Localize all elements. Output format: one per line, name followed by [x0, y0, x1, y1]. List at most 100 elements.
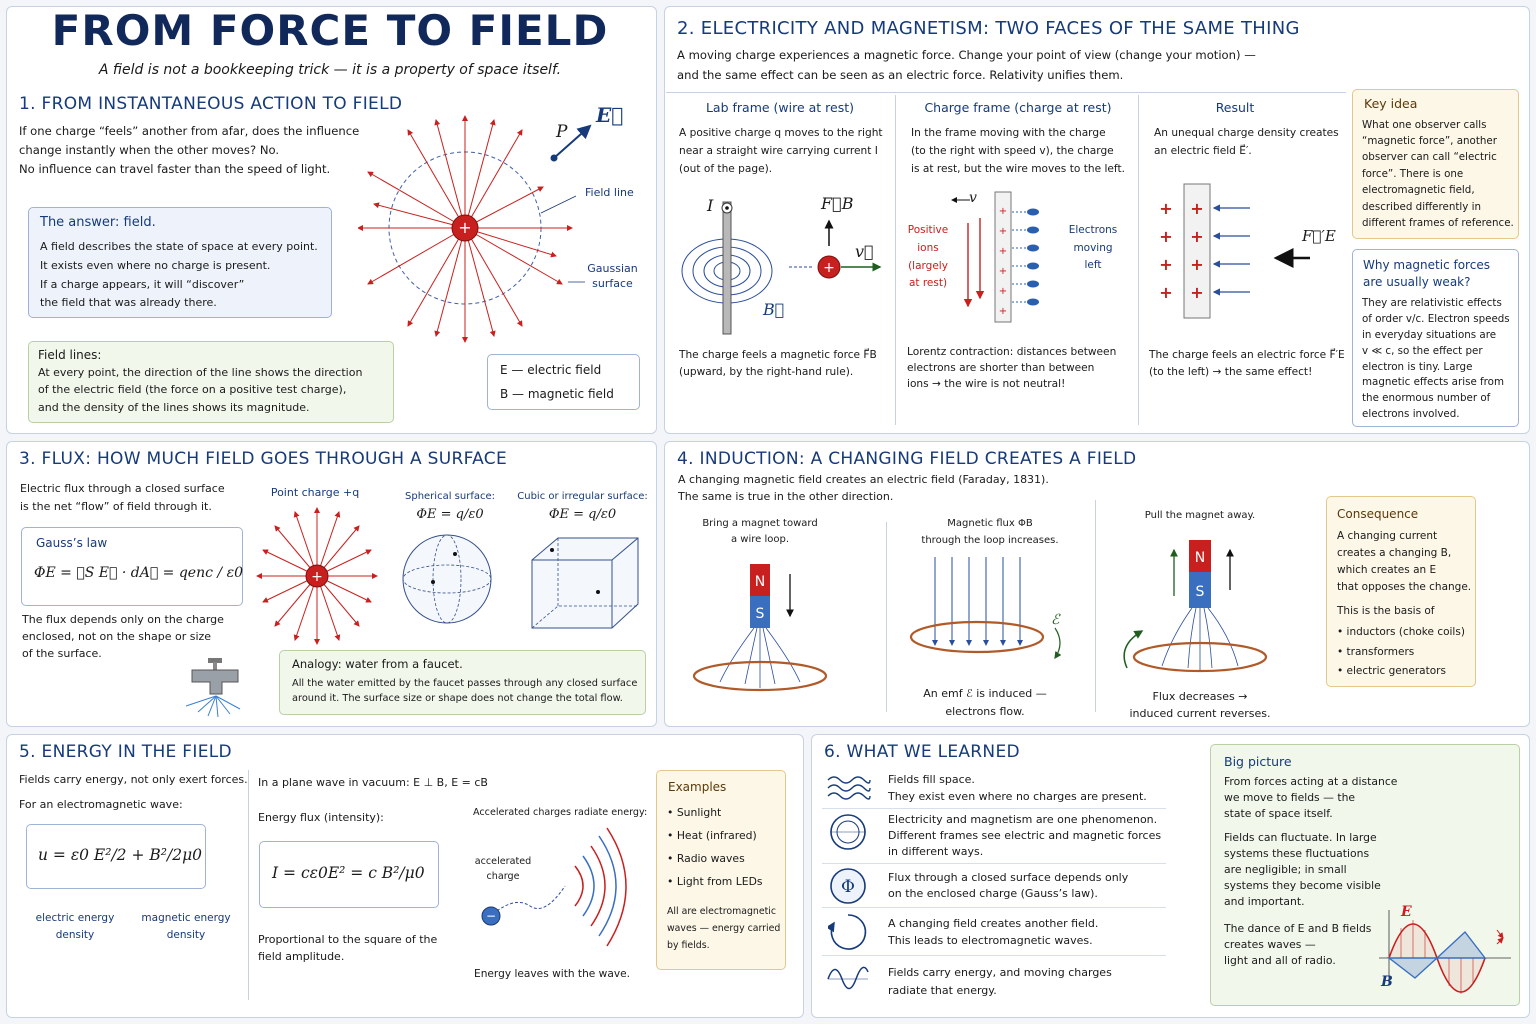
- big-1: From forces acting at a distance: [1224, 775, 1398, 788]
- big-picture-title: Big picture: [1224, 754, 1292, 769]
- charge-bottom-2: electrons are shorter than between: [907, 362, 1095, 374]
- page-title: FROM FORCE TO FIELD: [51, 6, 609, 55]
- page-subtitle: A field is not a bookkeeping trick — it …: [98, 62, 562, 78]
- s5-vsep: [248, 770, 249, 1000]
- cons-item: electric generators: [1337, 662, 1465, 682]
- energy-flux-label: Energy flux (intensity):: [258, 811, 384, 824]
- example-item: Heat (infrared): [667, 824, 763, 847]
- key-5: electromagnetic field,: [1362, 184, 1475, 196]
- point-charge-diagram: +: [256, 507, 378, 645]
- wave-E-label: E: [1401, 904, 1412, 920]
- gauss-law-box: [21, 527, 243, 606]
- legend-box: [487, 354, 640, 410]
- lab-bottom-2: (upward, by the right-hand rule).: [679, 366, 854, 378]
- s2-vsep-1: [895, 95, 896, 425]
- ions-label-4: at rest): [908, 277, 948, 289]
- weak-3: in everyday situations are: [1362, 329, 1497, 341]
- learned-4b: This leads to electromagnetic waves.: [888, 934, 1093, 947]
- key-2: “magnetic force”, another: [1362, 135, 1497, 147]
- prop-1: Proportional to the square of the: [258, 933, 438, 946]
- waves-icon: [827, 776, 871, 800]
- answer-title: The answer: field.: [40, 215, 156, 230]
- examples-note-3: by fields.: [667, 940, 710, 951]
- spherical-formula: ΦE = q/ε0: [416, 507, 484, 522]
- electrons-label-3: left: [1084, 259, 1102, 271]
- learned-2c: in different ways.: [888, 845, 984, 858]
- ions-label-2: ions: [917, 242, 939, 254]
- s4-intro-1: A changing magnetic field creates an ele…: [678, 473, 1049, 486]
- sine-wave-icon: [827, 966, 869, 990]
- learned-2b: Different frames see electric and magnet…: [888, 829, 1162, 842]
- weak-title-2: are usually weak?: [1363, 275, 1471, 289]
- learned-divider: [822, 808, 1166, 809]
- ions-label-1: Positive: [907, 224, 949, 236]
- section-2-heading: 2. ELECTRICITY AND MAGNETISM: TWO FACES …: [677, 18, 1300, 39]
- big-8: and important.: [1224, 895, 1305, 908]
- cube-diagram: [531, 537, 639, 629]
- s3-intro-2: is the net “flow” of field through it.: [20, 500, 212, 513]
- big-9: The dance of E and B fields: [1224, 922, 1372, 935]
- emf-label: ℰ: [1051, 612, 1060, 628]
- cons-3: which creates an E: [1337, 564, 1437, 576]
- svg-text:+: +: [999, 246, 1007, 257]
- spherical-label: Spherical surface:: [405, 491, 495, 502]
- magnet-approach-diagram: N S: [692, 564, 828, 692]
- svg-text:+: +: [1159, 199, 1172, 218]
- faucet-icon: [185, 658, 241, 718]
- cons-item: inductors (choke coils): [1337, 623, 1465, 643]
- big-6: are negligible; in small: [1224, 863, 1347, 876]
- svg-text:S: S: [756, 606, 765, 622]
- lab-text-2: near a straight wire carrying current I: [679, 145, 878, 157]
- sphere-diagram: [402, 534, 492, 624]
- svg-text:+: +: [1159, 255, 1172, 274]
- svg-text:+: +: [999, 226, 1007, 237]
- s2-vsep-2: [1138, 95, 1139, 425]
- key-3: observer can call “electric: [1362, 151, 1497, 163]
- weak-2: of order v/c. Electron speeds: [1362, 313, 1510, 325]
- step1-a: Bring a magnet toward: [702, 518, 818, 529]
- lab-v-label: v⃗: [855, 242, 874, 261]
- cycle-arrow-icon: [828, 914, 867, 950]
- cons-item: transformers: [1337, 643, 1465, 663]
- radial-field-diagram: +: [358, 115, 592, 343]
- field-lines-2: of the electric field (the force on a po…: [38, 383, 347, 396]
- section-4-heading: 4. INDUCTION: A CHANGING FIELD CREATES A…: [677, 449, 1137, 469]
- big-2: we move to fields — the: [1224, 791, 1356, 804]
- svg-text:+: +: [1190, 227, 1203, 246]
- step3-c: induced current reverses.: [1129, 707, 1271, 720]
- charge-bottom-3: ions → the wire is not neutral!: [907, 378, 1066, 390]
- point-P-label: P: [556, 122, 568, 142]
- result-text-1: An unequal charge density creates: [1154, 127, 1339, 139]
- answer-line-1: A field describes the state of space at …: [40, 240, 318, 253]
- s4-vsep-1: [886, 522, 887, 712]
- learned-3b: on the enclosed charge (Gauss’s law).: [888, 887, 1098, 900]
- step2-c: An emf ℰ is induced —: [923, 687, 1047, 700]
- key-7: different frames of reference.: [1362, 217, 1514, 229]
- field-lines-3: and the density of the lines shows its m…: [38, 401, 310, 414]
- s3-intro-1: Electric flux through a closed surface: [20, 482, 225, 495]
- mag-energy-1: magnetic energy: [141, 912, 231, 924]
- flux-desc-3: of the surface.: [22, 647, 102, 660]
- magnet-pull-diagram: N S: [1123, 540, 1268, 673]
- result-FE-label: F⃗′E: [1302, 227, 1336, 245]
- key-4: force”. There is one: [1362, 168, 1464, 180]
- lab-text-3: (out of the page).: [679, 163, 773, 175]
- learned-divider: [822, 907, 1166, 908]
- svg-text:+: +: [999, 206, 1007, 217]
- result-title: Result: [1215, 100, 1255, 115]
- energy-density-box: [26, 824, 206, 889]
- svg-text:Φ: Φ: [841, 877, 855, 897]
- weak-1: They are relativistic effects: [1362, 297, 1502, 309]
- ring-icon: [830, 814, 866, 850]
- energy-density-formula: u = ε0 E²/2 + B²/2μ0: [38, 846, 203, 864]
- big-3: state of space itself.: [1224, 807, 1333, 820]
- step2-a: Magnetic flux ΦB: [947, 518, 1033, 529]
- s4-vsep-2: [1095, 500, 1096, 712]
- field-lines-title: Field lines:: [38, 348, 102, 362]
- cons-2: creates a changing B,: [1337, 547, 1452, 559]
- flux-increase-diagram: [909, 557, 1062, 659]
- svg-text:+: +: [458, 218, 471, 237]
- lab-frame-title: Lab frame (wire at rest): [705, 100, 855, 115]
- gauss-law-formula: ΦE = ∮S E⃗ · dA⃗ = qenc / ε0: [34, 565, 243, 581]
- svg-text:S: S: [1196, 584, 1205, 600]
